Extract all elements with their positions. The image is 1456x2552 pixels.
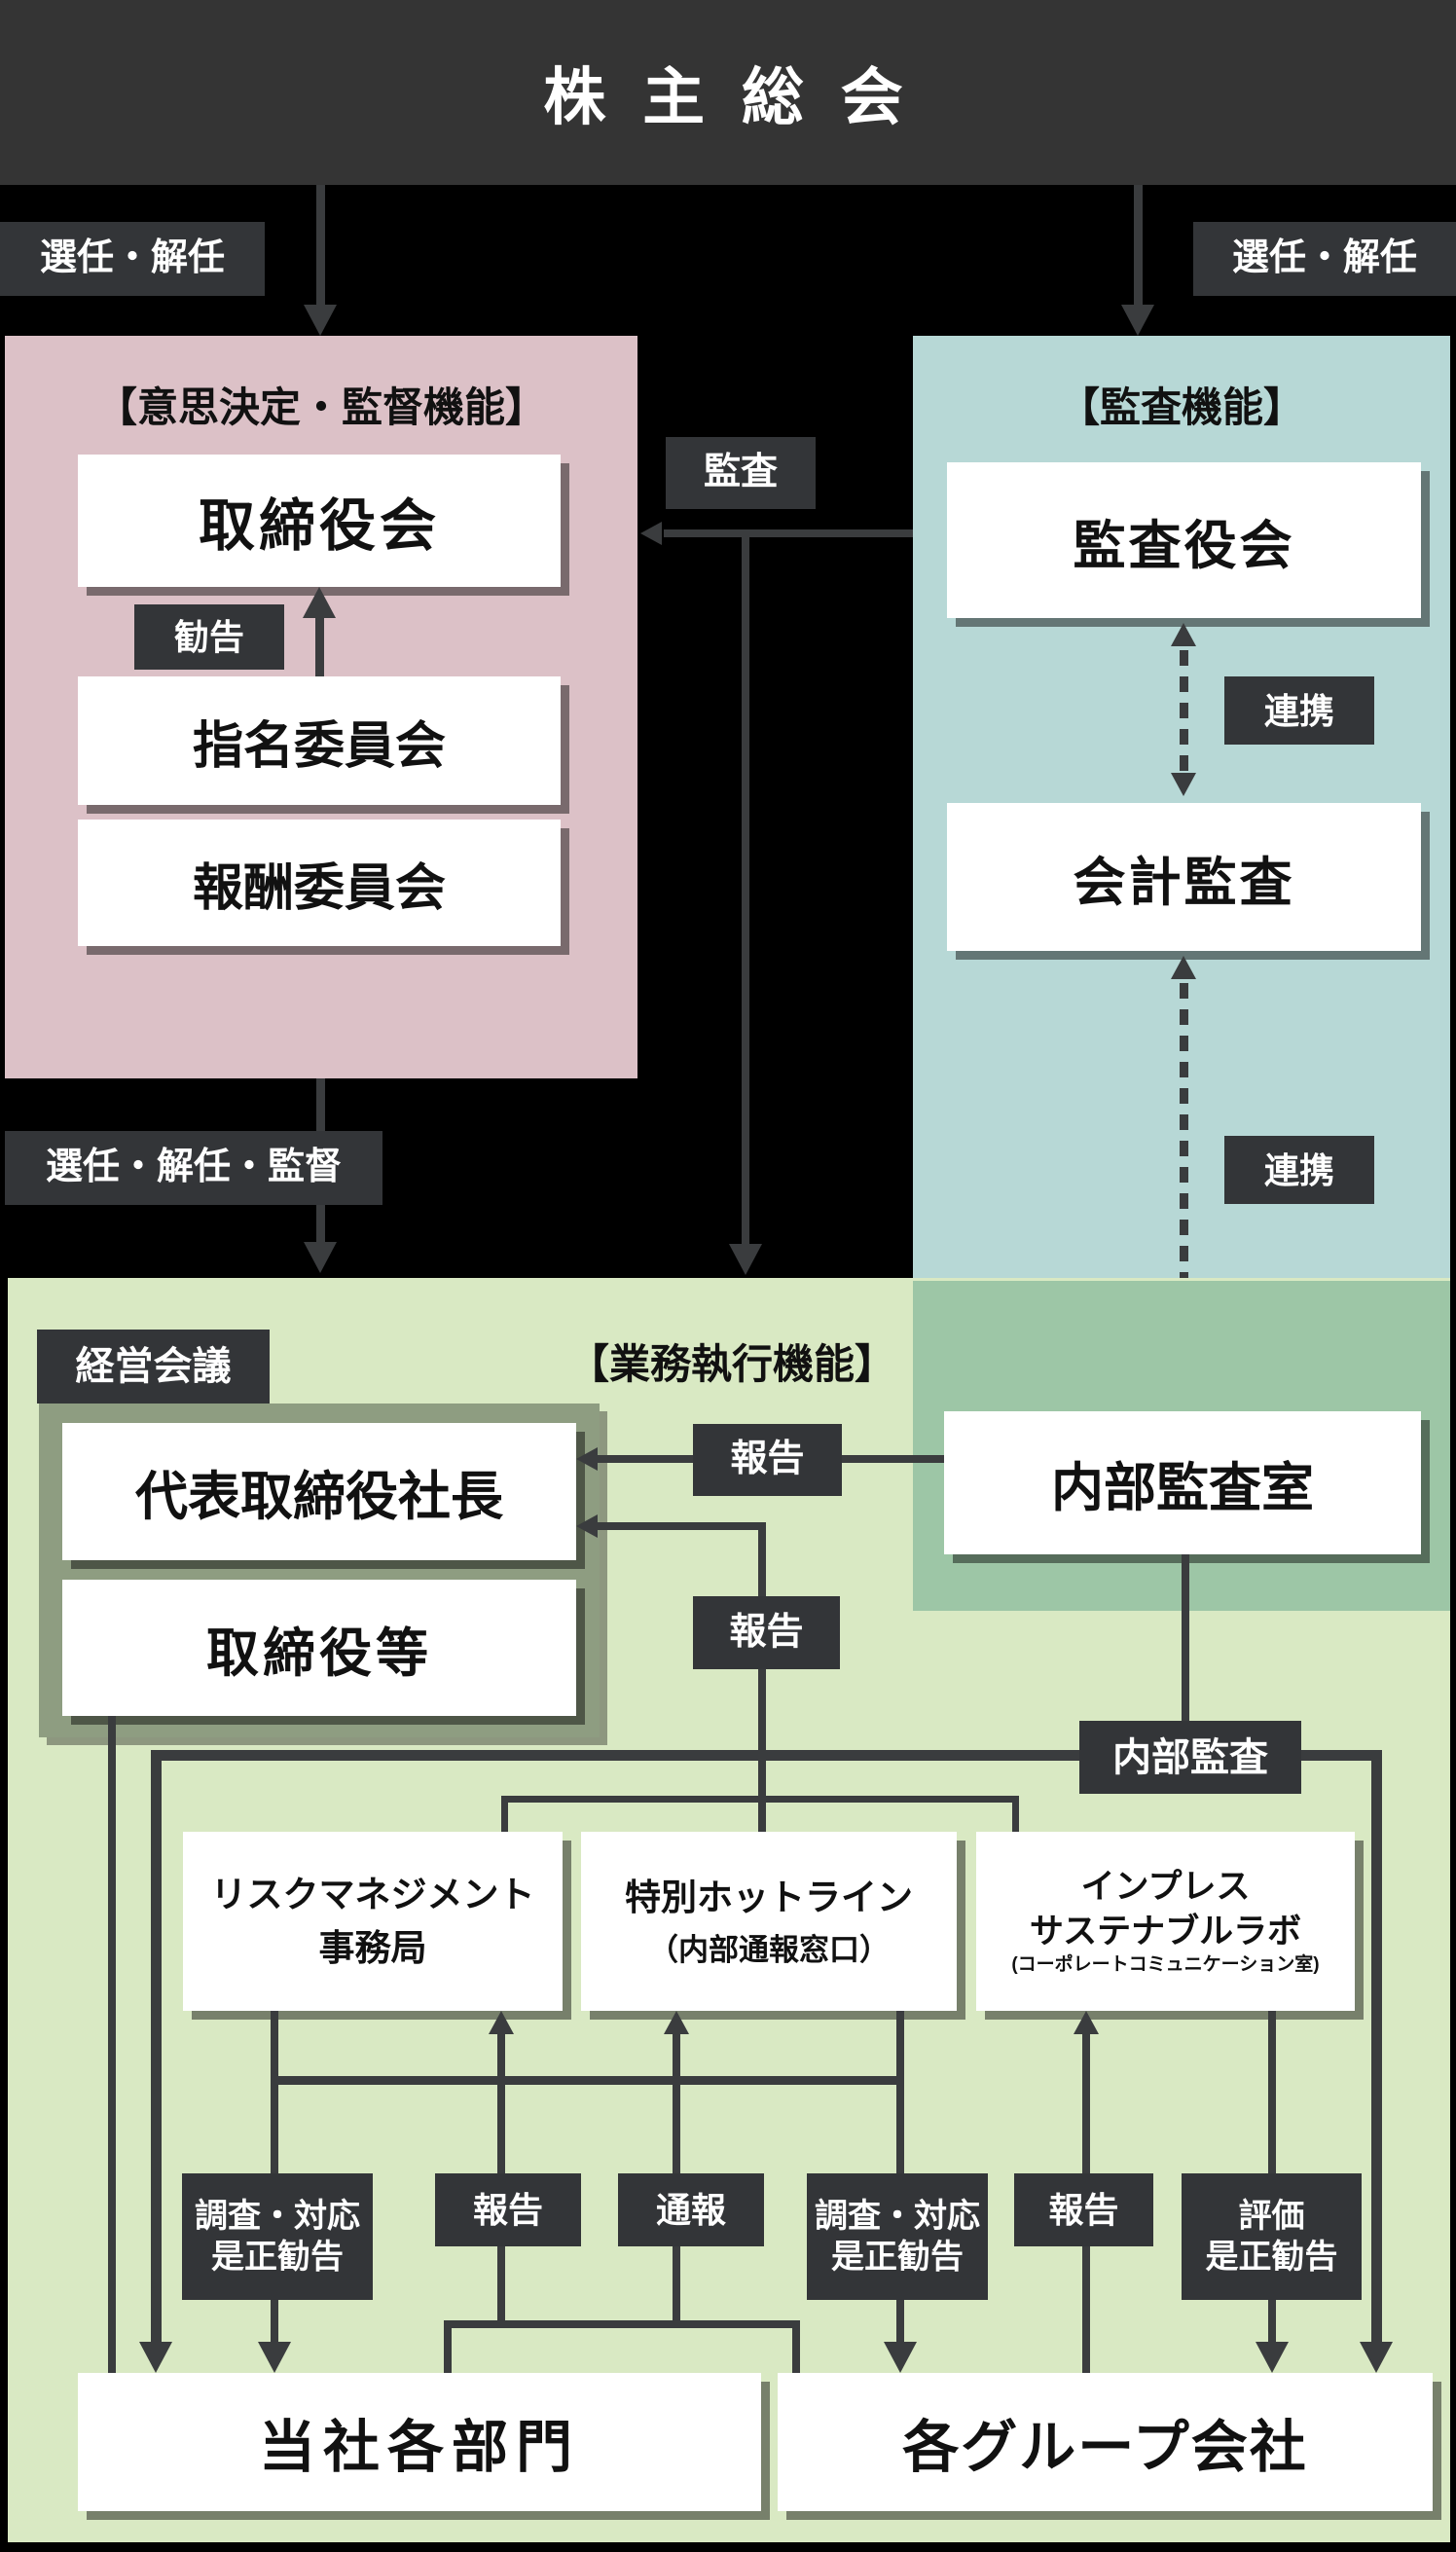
accounting-audit-box: 会計監査 (947, 803, 1421, 951)
line-whistle-lower (673, 2246, 680, 2324)
line-bottom-collector (444, 2320, 800, 2328)
cooperation2-label: 連携 (1224, 1136, 1374, 1204)
report3-label: 報告 (435, 2173, 581, 2246)
arrow-report2 (576, 1514, 598, 1538)
arrow-coop1-down (1171, 773, 1196, 796)
arrow-report3 (489, 2011, 514, 2034)
line-investigate1-arrow (271, 2300, 278, 2346)
line-distributor-drop-left (501, 1796, 508, 1832)
shareholders-meeting-bar: 株 主 総 会 (0, 0, 1456, 185)
investigate2-label: 調査・対応 是正勧告 (807, 2173, 988, 2300)
line-internal-audit-right (1301, 1750, 1382, 1761)
arrow-audit-to-execution (729, 1244, 762, 1275)
board-of-directors-box: 取締役会 (78, 455, 561, 587)
arrow-meeting-to-pink (304, 305, 337, 336)
line-distributor (504, 1796, 1016, 1803)
execution-title: 【業務執行機能】 (567, 1341, 895, 1387)
report4-label: 報告 (1014, 2173, 1153, 2246)
management-meeting-label: 経営会議 (37, 1330, 270, 1404)
arrow-nomination-to-board (303, 587, 336, 618)
audit-label: 監査 (666, 437, 816, 509)
investigate1-label: 調査・対応 是正勧告 (182, 2173, 373, 2300)
compensation-committee-box: 報酬委員会 (78, 820, 561, 946)
line-meeting-to-blue (1134, 185, 1143, 307)
appoint-dismiss-left-label: 選任・解任 (0, 222, 265, 296)
line-report4-lower (1082, 2246, 1090, 2373)
appoint-dismiss-right-label: 選任・解任 (1193, 222, 1456, 296)
whistle-label: 通報 (618, 2173, 764, 2246)
line-report3-lower (497, 2246, 505, 2324)
risk-management-box: リスクマネジメント 事務局 (183, 1832, 563, 2011)
line-report2-horizontal (598, 1522, 762, 1530)
audit-function-title: 【監査機能】 (1058, 384, 1304, 430)
line-hotline-drop (896, 2011, 904, 2173)
line-distributor-drop-right (1012, 1796, 1019, 1832)
arrow-internal-audit-departments (139, 2342, 172, 2373)
arrow-audit-to-board (640, 522, 662, 545)
line-directors-to-departments (108, 1716, 116, 2373)
line-evaluation-down (1268, 2011, 1276, 2173)
cooperation1-label: 連携 (1224, 676, 1374, 745)
directors-box: 取締役等 (62, 1580, 576, 1716)
dashline-coop1 (1180, 650, 1188, 771)
shareholders-meeting-title: 株 主 総 会 (543, 62, 913, 132)
line-evaluation-arrow (1268, 2300, 1276, 2346)
arrow-coop2-up (1171, 956, 1196, 979)
line-internal-audit-right-down (1371, 1750, 1382, 2346)
line-internal-audit-left-down (151, 1750, 162, 2346)
line-risk-drop (271, 2011, 278, 2173)
evaluation-label: 評価 是正勧告 (1182, 2173, 1362, 2300)
hotline-box: 特別ホットライン （内部通報窓口） (581, 1832, 957, 2011)
arrow-report1 (576, 1447, 598, 1471)
arrow-whistle (664, 2011, 689, 2034)
arrow-report4 (1074, 2011, 1099, 2034)
group-companies-box: 各グループ会社 (778, 2373, 1433, 2511)
departments-box: 当社各部門 (78, 2373, 761, 2511)
line-office-to-internal-audit (1182, 1554, 1189, 1725)
arrow-investigate2 (884, 2342, 917, 2373)
recommendation-label: 勧告 (134, 604, 284, 670)
arrow-investigate1 (258, 2342, 291, 2373)
arrow-internal-audit-group (1360, 2342, 1393, 2373)
decision-supervision-title: 【意思決定・監督機能】 (95, 384, 546, 430)
line-audit-horizontal (664, 529, 913, 537)
line-mid-collector (271, 2076, 904, 2085)
report1-label: 報告 (693, 1424, 842, 1496)
nomination-committee-box: 指名委員会 (78, 676, 561, 805)
line-investigate2-arrow (896, 2300, 904, 2346)
arrow-evaluation (1256, 2342, 1289, 2373)
appoint-dismiss-supervise-label: 選任・解任・監督 (5, 1131, 382, 1205)
arrow-meeting-to-blue (1121, 305, 1154, 336)
impress-sustainable-lab-box: インプレス サステナブルラボ (コーポレートコミュニケーション室) (976, 1832, 1355, 2011)
line-meeting-to-pink (316, 185, 325, 307)
president-box: 代表取締役社長 (62, 1423, 576, 1560)
audit-and-supervisory-board-box: 監査役会 (947, 462, 1421, 618)
line-internal-audit-left (151, 1750, 1079, 1761)
report2-label: 報告 (693, 1596, 840, 1669)
line-bottom-collector-left-drop (444, 2320, 452, 2373)
line-bottom-collector-right-drop (792, 2320, 800, 2373)
line-audit-vertical (742, 529, 749, 1244)
line-nomination-to-board (315, 617, 324, 676)
arrow-coop1-up (1171, 623, 1196, 646)
internal-audit-office-box: 内部監査室 (944, 1411, 1421, 1554)
internal-audit-label: 内部監査 (1079, 1721, 1301, 1794)
dashline-coop2 (1180, 983, 1188, 1380)
line-report2-vertical (758, 1522, 766, 1832)
arrow-board-to-execution (304, 1242, 337, 1273)
